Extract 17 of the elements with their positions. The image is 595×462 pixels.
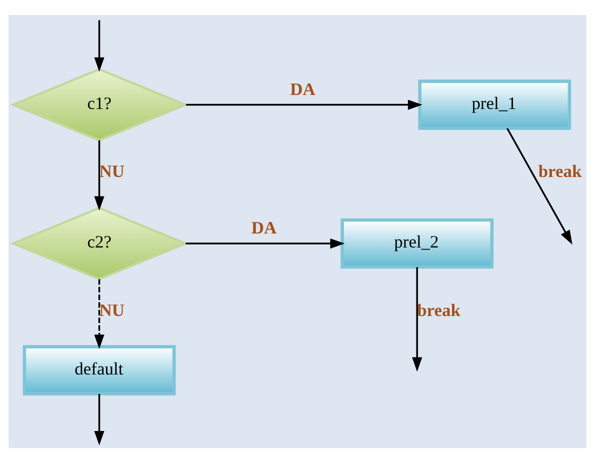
arrow bbox=[506, 128, 572, 244]
node-box: prel_1 bbox=[418, 79, 572, 130]
arrow bbox=[186, 238, 345, 248]
arrow bbox=[94, 20, 104, 72]
arrow bbox=[412, 266, 422, 372]
node-diamond: c2? bbox=[10, 206, 188, 280]
arrow bbox=[186, 99, 422, 110]
arrow bbox=[94, 278, 104, 349]
node-box: default bbox=[22, 344, 176, 395]
arrow bbox=[94, 393, 104, 445]
arrow bbox=[94, 140, 104, 210]
edge-label: DA bbox=[290, 78, 316, 98]
edge-label: DA bbox=[251, 216, 277, 237]
node-diamond: c1? bbox=[10, 68, 188, 141]
node-box: prel_2 bbox=[340, 218, 494, 268]
edge-label: NU bbox=[99, 299, 124, 320]
edge-label: break bbox=[538, 160, 582, 181]
